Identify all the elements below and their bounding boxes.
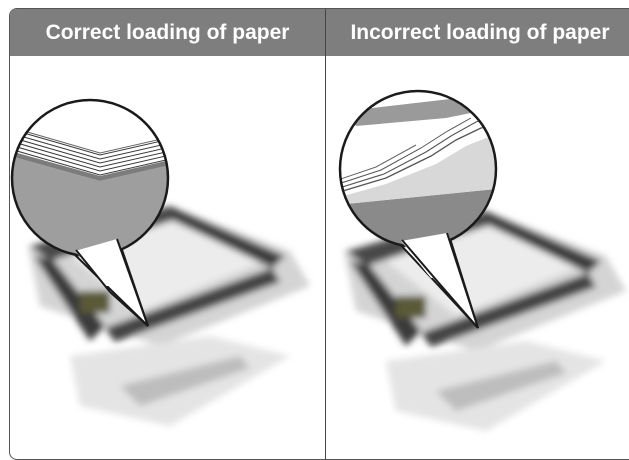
comparison-table: Correct loading of paper Incorrect loadi…: [9, 8, 629, 460]
header-incorrect-loading: Incorrect loading of paper: [326, 9, 629, 56]
correct-paper-loading-illustration: [10, 56, 325, 456]
table-header-row: Correct loading of paper Incorrect loadi…: [10, 9, 629, 56]
incorrect-paper-loading-illustration: [326, 56, 629, 456]
header-correct-loading: Correct loading of paper: [10, 9, 325, 56]
paper-tray-image: [344, 211, 626, 431]
